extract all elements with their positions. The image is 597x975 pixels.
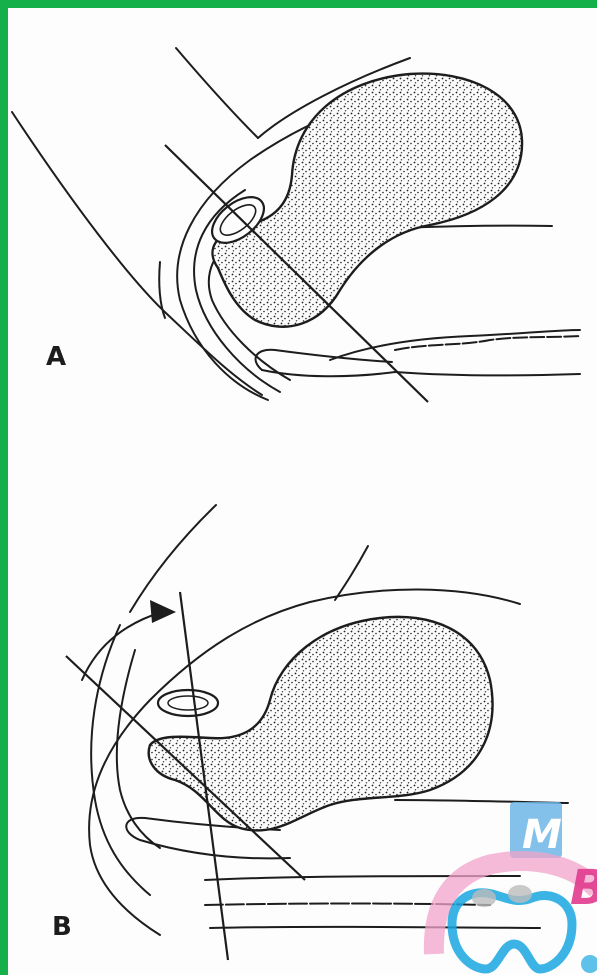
panel-a-lower-tube-bottom [395, 372, 580, 375]
panel-label-b: B [52, 914, 72, 940]
watermark-dot [581, 955, 597, 973]
panel-b-small-oval [158, 690, 218, 716]
panel-b-upper-left-arc [130, 505, 216, 612]
panel-a-inner-fold [256, 350, 392, 370]
panel-b-arrowhead-icon [150, 600, 176, 623]
panel-a-lower-tube-top [330, 330, 580, 360]
watermark-eye-right [508, 885, 532, 903]
panel-b-layer-1 [91, 625, 150, 895]
watermark-tooth [452, 893, 572, 969]
watermark-eye-left [472, 889, 496, 907]
watermark-letter-m: M [522, 812, 562, 858]
panel-label-a: A [46, 344, 66, 370]
panel-a-lower-tube-wavy [395, 336, 580, 350]
watermark-letter-b: B [570, 860, 597, 916]
panel-a-tick [159, 262, 165, 318]
panel-b-angle-arc [82, 612, 162, 680]
panel-a-upper-line [176, 48, 258, 138]
watermark-logo: M B [422, 794, 597, 975]
